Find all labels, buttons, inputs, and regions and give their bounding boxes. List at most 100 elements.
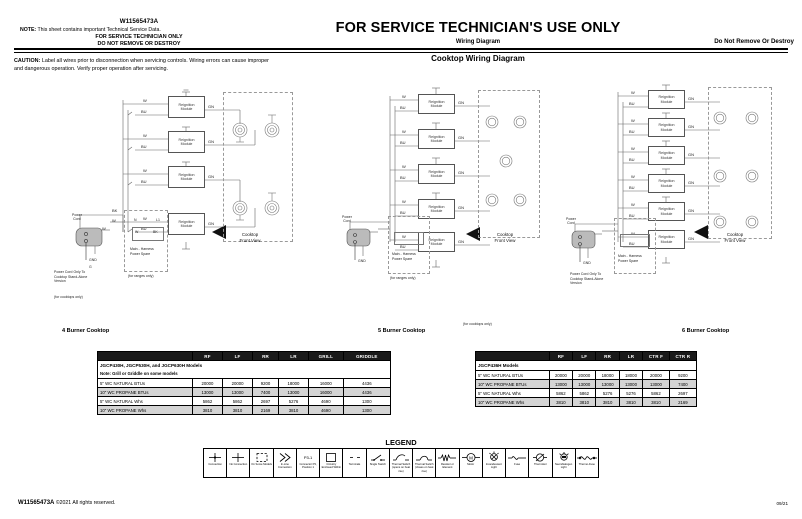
header-note-label: NOTE: bbox=[20, 26, 37, 33]
cell: 13000 bbox=[642, 379, 670, 389]
legend-item-on-some-models: On Some Models bbox=[250, 449, 274, 477]
cell: 13000 bbox=[572, 379, 597, 389]
wire-label-gn: GN bbox=[208, 174, 214, 179]
svg-text:M: M bbox=[469, 455, 473, 460]
caution-note: CAUTION: Label all wires prior to discon… bbox=[14, 57, 276, 73]
cell: 13000 bbox=[191, 387, 224, 397]
cell: 3810 bbox=[191, 405, 224, 415]
table-row: 5" WC NATURAL Whs 5862 5862 2697 5276 46… bbox=[97, 396, 392, 406]
legend-label: Thermal Switch (closes on heat rise) bbox=[414, 463, 434, 473]
table-right-col-ctrf: CTR F bbox=[642, 351, 670, 361]
cell: 7400 bbox=[668, 379, 698, 389]
cooktop-outline-dashed bbox=[708, 87, 772, 239]
wire-label-gn: GN bbox=[458, 205, 464, 210]
table-right-col-rf: RF bbox=[548, 351, 574, 361]
cell: 16000 bbox=[308, 387, 344, 397]
wire-label-bu: BU bbox=[400, 105, 406, 110]
thermal-switch-close-icon bbox=[415, 451, 433, 463]
wire-label-gn: GN bbox=[688, 124, 694, 129]
row-label: 10" WC PROPANE BTUs bbox=[97, 387, 193, 397]
diagram-caption-5-burner: 5 Burner Cooktop bbox=[378, 328, 426, 334]
cell: 5862 bbox=[642, 388, 670, 398]
wire-label-gn: GN bbox=[688, 208, 694, 213]
wire-label-gn: GN bbox=[688, 180, 694, 185]
cell: 3810 bbox=[548, 397, 574, 407]
cell: 20000 bbox=[222, 378, 254, 388]
cell: 5276 bbox=[595, 388, 620, 398]
diagram-6-burner-wires bbox=[571, 84, 759, 264]
wire-label-bu: BU bbox=[629, 101, 635, 106]
header-rule-thin bbox=[14, 51, 788, 53]
header-note-strong: FOR SERVICE TECHNICIAN ONLY DO NOT REMOV… bbox=[14, 34, 264, 49]
wire-label-bu: BU bbox=[400, 210, 406, 215]
footer-left: W11565473A ©2021 All rights reserved. bbox=[18, 500, 115, 506]
harness-connector-box bbox=[394, 232, 424, 245]
table-right-col-lr: LR bbox=[618, 351, 644, 361]
wire-label-gn: GN bbox=[688, 96, 694, 101]
chevrons-icon bbox=[277, 451, 293, 463]
cell: 20000 bbox=[642, 370, 670, 380]
row-label: 5" WC NATURAL BTUs bbox=[475, 370, 550, 380]
row-label: 5" WC NATURAL Whs bbox=[475, 388, 550, 398]
header-note-strong-line1: FOR SERVICE TECHNICIAN ONLY bbox=[95, 33, 183, 40]
dashed-square-icon bbox=[255, 451, 269, 463]
wire-label-bu: BU bbox=[141, 226, 147, 231]
row-label: 10" WC PROPANE BTUs bbox=[475, 379, 550, 389]
cell: 5862 bbox=[572, 388, 597, 398]
wire-label-bu: BU bbox=[400, 175, 406, 180]
table-left-col-griddle: GRIDDLE bbox=[342, 351, 392, 361]
wire-label-bu: BU bbox=[141, 144, 147, 149]
header-left-block: W11565473A NOTE: This sheet contains imp… bbox=[14, 18, 264, 48]
cell: 18000 bbox=[277, 378, 310, 388]
diagram-title: Cooktop Wiring Diagram bbox=[431, 54, 525, 63]
wire-label-bk: BK bbox=[153, 230, 158, 234]
ranges-only-note: (for ranges only) bbox=[390, 276, 416, 280]
ranges-only-note: (for ranges only) bbox=[128, 274, 154, 278]
legend-item-connector-p3: P3-1 Connector P3, Position 1 bbox=[297, 449, 321, 477]
cell: 5276 bbox=[277, 396, 310, 406]
legend-label: On Some Models bbox=[251, 463, 272, 466]
wire-label-w: W bbox=[631, 231, 635, 236]
legend-item-fuse: Fuse bbox=[506, 449, 530, 477]
cell: 4436 bbox=[342, 378, 392, 388]
header-note: NOTE: This sheet contains important Tech… bbox=[14, 27, 264, 33]
table-left-note: Note: Grill or Griddle on some models bbox=[97, 369, 391, 379]
diagram-caption-4-burner: 4 Burner Cooktop bbox=[62, 328, 110, 334]
row-label: 10" WC PROPANE Whs bbox=[97, 405, 193, 415]
page-subtitle: Wiring Diagram bbox=[455, 39, 501, 45]
legend-label: No Connection bbox=[229, 463, 248, 466]
cell: 5276 bbox=[618, 388, 644, 398]
cell: 2169 bbox=[668, 397, 698, 407]
legend-label: Thermal Switch (opens on heat rise) bbox=[391, 463, 411, 473]
cell: 3810 bbox=[572, 397, 597, 407]
wire-label-bk: BK bbox=[112, 208, 118, 213]
legend-item-incandescent-light: Incandescent Light bbox=[483, 449, 507, 477]
table-row: 5" WC NATURAL Whs 5862 5862 5276 5276 58… bbox=[475, 388, 698, 398]
table-row: 10" WC PROPANE Whs 3810 3810 2169 3810 4… bbox=[97, 405, 392, 415]
power-cord-note: Power Cord Only To Cooktop Stand-Alone V… bbox=[54, 270, 88, 284]
resistor-icon bbox=[437, 451, 457, 463]
header-note-strong-line2: DO NOT REMOVE OR DESTROY bbox=[97, 40, 181, 47]
legend-label: Terminals bbox=[348, 463, 361, 466]
cell: 18000 bbox=[618, 370, 644, 380]
wire-label-w: W bbox=[631, 90, 635, 95]
wire-label-gn: GN bbox=[458, 100, 464, 105]
do-not-remove-notice: Do Not Remove Or Destroy bbox=[714, 38, 794, 45]
wire-label-bu: BU bbox=[629, 185, 635, 190]
table-left-header-row: RF LF RR LR GRILL GRIDDLE bbox=[97, 351, 392, 361]
table-left-col-lf: LF bbox=[222, 351, 254, 361]
table-row: 5" WC NATURAL BTUs 20000 20000 18000 180… bbox=[475, 370, 698, 380]
motor-icon: M bbox=[461, 451, 481, 463]
header-rule-thick bbox=[14, 47, 788, 50]
wire-label-bu: BU bbox=[400, 244, 406, 249]
